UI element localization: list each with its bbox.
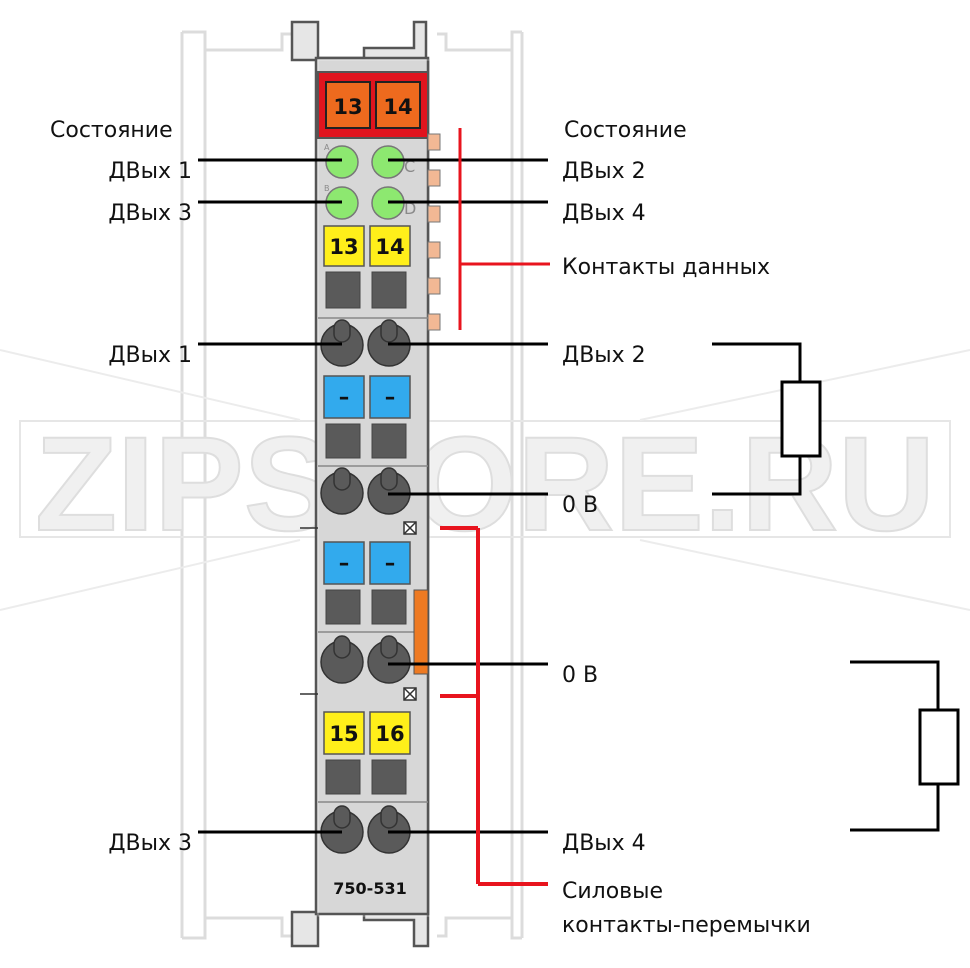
terminal-label-do1: ДВых 1 <box>108 343 192 368</box>
led-letter-c: C <box>404 157 415 176</box>
power-jumper-bracket <box>440 526 548 886</box>
marker-14: 14 <box>375 235 404 259</box>
terminal-group-3: – – <box>318 541 429 684</box>
led-c <box>371 145 405 179</box>
din-rail-carrier <box>180 30 524 940</box>
watermark-text: ZIPSTORE.RU <box>35 410 935 559</box>
led-a <box>325 145 359 179</box>
marker-14-top: 14 <box>383 95 412 119</box>
terminal-label-do4: ДВых 4 <box>562 831 646 856</box>
marker-15: 15 <box>329 722 358 746</box>
model-number: 750-531 <box>333 879 406 898</box>
led-letter-b: B <box>324 184 330 193</box>
led-label-do1: ДВых 1 <box>108 159 192 184</box>
load-resistor-2 <box>850 660 960 832</box>
terminal-label-zero-top: 0 В <box>562 493 598 518</box>
data-contacts-bracket <box>458 128 550 330</box>
power-jumper-contact-orange <box>413 589 429 675</box>
led-label-do2: ДВых 2 <box>562 159 646 184</box>
status-left-heading: Состояние <box>50 118 173 143</box>
status-right-heading: Состояние <box>564 118 687 143</box>
data-contacts-label: Контакты данных <box>562 255 770 280</box>
led-label-do4: ДВых 4 <box>562 201 646 226</box>
terminal-label-do3: ДВых 3 <box>108 831 192 856</box>
power-jumper-boxes <box>300 521 417 701</box>
power-jumper-label-line2: контакты-перемычки <box>562 913 811 938</box>
leader-lines <box>198 158 548 834</box>
terminal-group-1: 13 14 <box>318 225 428 367</box>
data-contact-tabs <box>427 133 441 331</box>
led-letter-d: D <box>404 199 416 218</box>
watermark-band: ZIPSTORE.RU <box>0 349 970 611</box>
marker-13-top: 13 <box>333 95 362 119</box>
led-letter-a: A <box>324 143 330 152</box>
minus-marker-1: – <box>339 385 350 409</box>
marker-13: 13 <box>329 235 358 259</box>
load-resistor-1 <box>712 342 822 496</box>
terminal-label-zero-mid: 0 В <box>562 663 598 688</box>
top-marker-band: 13 14 <box>317 71 429 139</box>
minus-marker-2: – <box>385 385 396 409</box>
terminal-label-do2: ДВых 2 <box>562 343 646 368</box>
led-label-do3: ДВых 3 <box>108 201 192 226</box>
power-jumper-label-line1: Силовые <box>562 879 663 904</box>
terminal-group-2: – – <box>318 375 428 515</box>
marker-16: 16 <box>375 722 404 746</box>
minus-marker-3: – <box>339 551 350 575</box>
minus-marker-4: – <box>385 551 396 575</box>
